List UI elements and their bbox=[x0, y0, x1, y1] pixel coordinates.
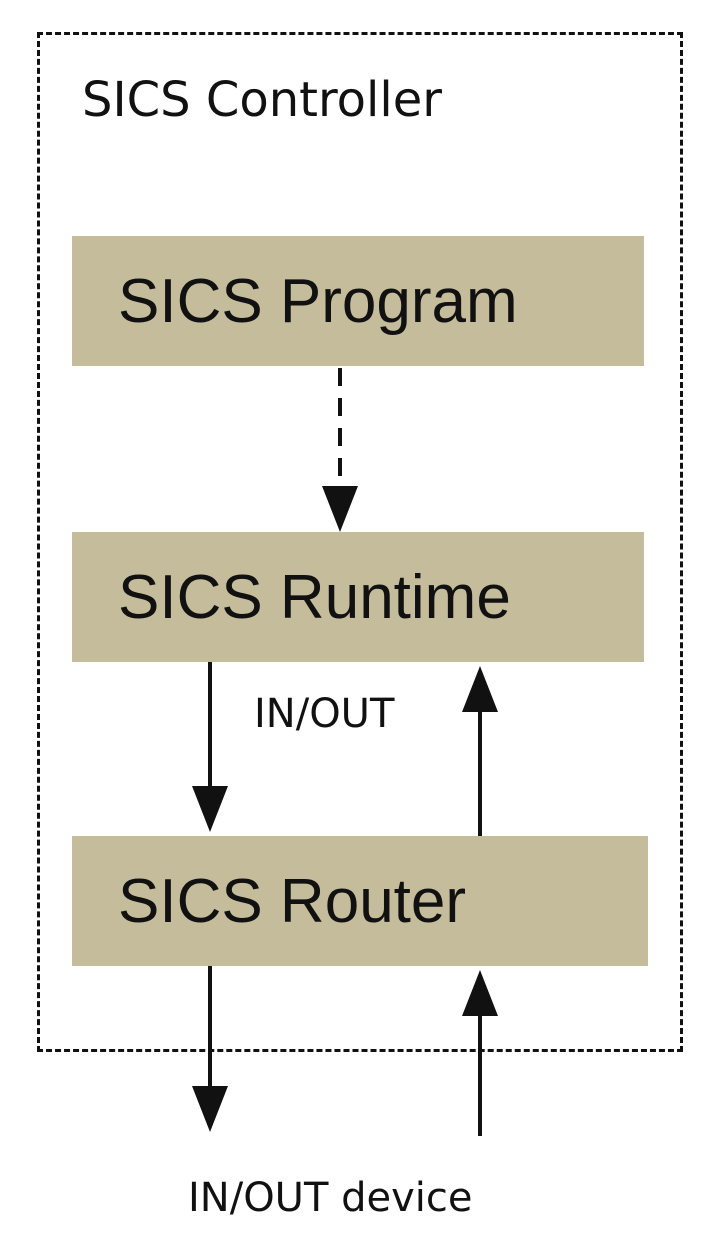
controller-boundary bbox=[37, 32, 683, 1052]
runtime-box: SICS Runtime bbox=[72, 532, 644, 662]
program-to-runtime-arrow bbox=[322, 368, 358, 532]
controller-title: SICS Controller bbox=[82, 72, 442, 128]
runtime-box-label: SICS Runtime bbox=[118, 562, 511, 632]
router-box-label: SICS Router bbox=[118, 866, 467, 936]
router-to-runtime-arrow bbox=[462, 666, 498, 836]
device-to-router-arrow bbox=[462, 970, 498, 1136]
program-box: SICS Program bbox=[72, 236, 644, 366]
router-box: SICS Router bbox=[72, 836, 648, 966]
device-label: IN/OUT device bbox=[188, 1175, 473, 1221]
program-box-label: SICS Program bbox=[118, 266, 518, 336]
runtime-to-router-arrow bbox=[192, 662, 228, 832]
router-to-device-arrow bbox=[192, 966, 228, 1132]
inout-label: IN/OUT bbox=[254, 691, 395, 737]
